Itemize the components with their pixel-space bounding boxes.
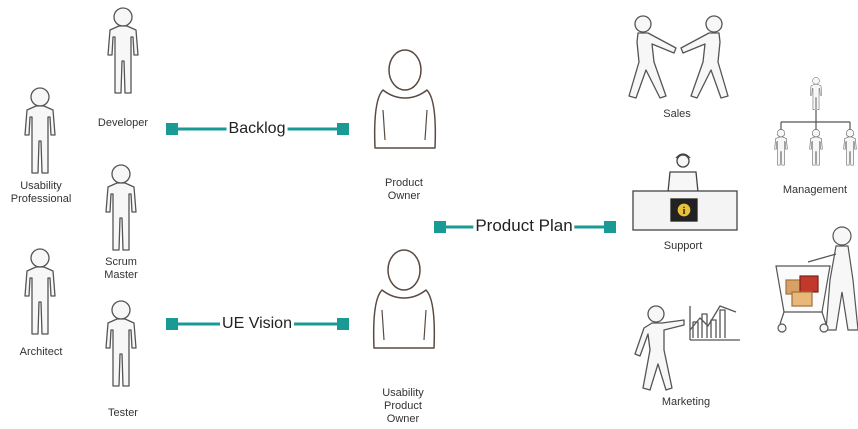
support-desk-icon: i: [632, 153, 738, 231]
tester-figure: [105, 300, 137, 387]
product-owner-label: Product Owner: [385, 177, 423, 202]
usability-product-owner-label: Usability Product Owner: [382, 387, 424, 425]
developer-figure: [107, 7, 139, 94]
architect-figure: [24, 248, 56, 335]
tester-label: Tester: [108, 407, 138, 419]
scrum-master-figure: [105, 164, 137, 251]
ue-vision-connector-label: UE Vision: [220, 314, 294, 334]
support-label: Support: [663, 240, 703, 252]
management-label: Management: [782, 184, 848, 196]
scrum-master-label: Scrum Master: [104, 256, 138, 281]
product-owner-figure: [373, 49, 437, 149]
marketing-label: Marketing: [661, 396, 711, 408]
support-info-badge: i: [683, 206, 686, 217]
management-org-chart-icon: [774, 77, 857, 166]
sales-handshake-icon: [628, 15, 729, 99]
usability-product-owner-figure: [372, 249, 436, 349]
product-plan-connector-label: Product Plan: [473, 216, 575, 236]
developer-label: Developer: [97, 117, 149, 129]
usability-professional-figure: [24, 87, 56, 174]
architect-label: Architect: [19, 346, 63, 358]
sales-label: Sales: [663, 108, 691, 120]
usability-professional-label: Usability Professional: [10, 180, 72, 205]
marketing-presenter-icon: [634, 305, 740, 391]
backlog-connector-label: Backlog: [226, 119, 288, 139]
shopping-cart-icon: [775, 226, 858, 333]
